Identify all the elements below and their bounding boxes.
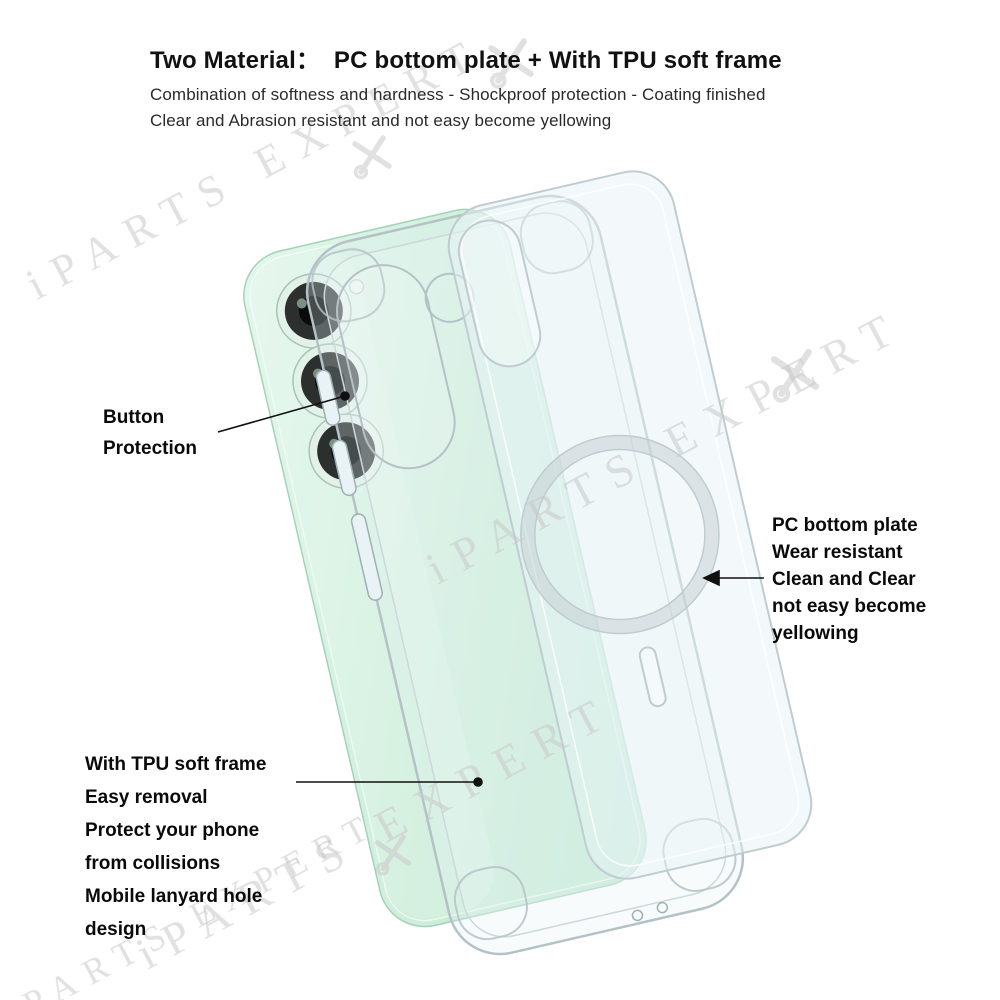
pc-plate-illustration [447, 170, 813, 880]
callout-text-line: Button [103, 407, 165, 428]
plate-magsafe-bar [638, 646, 667, 708]
page-subtitle-line2: Clear and Abrasion resistant and not eas… [150, 111, 612, 130]
callout-tpu-soft-frame: With TPU soft frame Easy removal Protect… [85, 748, 266, 946]
plate-body [447, 170, 813, 880]
callout-text-line: design [85, 919, 147, 940]
callout-text-line: Protect your phone [85, 820, 260, 841]
callout-text-line: not easy become [772, 596, 927, 617]
callout-text-line: PC bottom plate [772, 515, 918, 536]
plate-camera-cutout [457, 219, 542, 368]
callout-text-line: Wear resistant [772, 542, 903, 563]
callout-text-line: from collisions [85, 853, 221, 874]
plate-magsafe-ring [520, 434, 720, 635]
callout-text-line: Mobile lanyard hole [85, 886, 263, 907]
callout-text-line: With TPU soft frame [85, 754, 267, 775]
callout-pc-bottom-plate: PC bottom plate Wear resistant Clean and… [772, 512, 992, 647]
callout-button-protection: Button Protection [103, 402, 197, 464]
callout-text-line: yellowing [772, 623, 859, 644]
page-title: Two Material： PC bottom plate + With TPU… [150, 47, 782, 74]
page-subtitle-line1: Combination of softness and hardness - S… [150, 85, 766, 104]
case-lanyard-holes [631, 901, 669, 922]
callout-text-line: Protection [103, 438, 197, 459]
callout-text-line: Easy removal [85, 787, 208, 808]
callout-text-line: Clean and Clear [772, 569, 916, 590]
phone-flash [348, 278, 365, 295]
